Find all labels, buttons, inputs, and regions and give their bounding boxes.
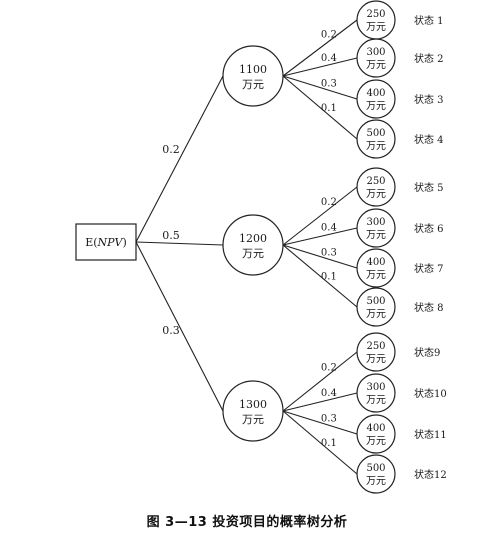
outcome-unit: 万元 xyxy=(366,436,386,447)
outcome-node xyxy=(356,332,396,372)
value-node-amount: 1300 xyxy=(239,398,267,411)
branch-probability-3: 0.3 xyxy=(162,324,180,337)
outcome-node xyxy=(356,38,396,78)
outcome-probability: 0.2 xyxy=(321,29,337,40)
outcome-amount: 400 xyxy=(366,88,385,99)
state-label: 状态 4 xyxy=(414,133,444,146)
value-node-amount: 1200 xyxy=(239,232,267,245)
outcome-unit: 万元 xyxy=(366,309,386,320)
outcome-line xyxy=(282,75,358,100)
outcome-unit: 万元 xyxy=(366,395,386,406)
outcome-amount: 250 xyxy=(366,176,385,187)
state-label: 状态 7 xyxy=(414,262,444,275)
value-node-unit: 万元 xyxy=(242,78,264,91)
outcome-line xyxy=(282,227,358,246)
outcome-unit: 万元 xyxy=(366,189,386,200)
outcome-unit: 万元 xyxy=(366,230,386,241)
outcome-unit: 万元 xyxy=(366,141,386,152)
outcome-unit: 万元 xyxy=(366,22,386,33)
outcome-probability: 0.2 xyxy=(321,197,337,208)
outcome-probability: 0.1 xyxy=(321,103,337,114)
branch-line-3 xyxy=(135,241,224,412)
outcome-node xyxy=(356,119,396,159)
state-label: 状态 5 xyxy=(414,181,444,194)
outcome-probability: 0.1 xyxy=(321,271,337,282)
state-label: 状态9 xyxy=(414,346,440,359)
outcome-probability: 0.2 xyxy=(321,362,337,373)
outcome-line xyxy=(282,392,358,412)
branch-line-2 xyxy=(135,241,224,246)
state-label: 状态10 xyxy=(414,387,447,400)
outcome-node xyxy=(356,373,396,413)
outcome-probability: 0.4 xyxy=(321,222,337,233)
outcome-node xyxy=(356,414,396,454)
branch-line-1 xyxy=(135,75,224,243)
outcome-line xyxy=(282,351,358,412)
outcome-probability: 0.1 xyxy=(321,438,337,449)
outcome-amount: 250 xyxy=(366,341,385,352)
outcome-node xyxy=(356,454,396,494)
outcome-amount: 250 xyxy=(366,9,385,20)
outcome-node xyxy=(356,79,396,119)
outcome-amount: 300 xyxy=(366,217,385,228)
outcome-amount: 300 xyxy=(366,47,385,58)
outcome-line xyxy=(282,244,358,269)
root-box xyxy=(75,223,137,261)
value-node-amount: 1100 xyxy=(239,63,267,76)
outcome-unit: 万元 xyxy=(366,354,386,365)
outcome-line xyxy=(282,410,358,475)
state-label: 状态 6 xyxy=(414,222,444,235)
outcome-amount: 500 xyxy=(366,128,385,139)
outcome-line xyxy=(282,19,358,77)
outcome-node xyxy=(356,208,396,248)
outcome-probability: 0.4 xyxy=(321,388,337,399)
outcome-probability: 0.3 xyxy=(321,78,337,89)
outcome-line xyxy=(282,186,358,246)
outcome-probability: 0.3 xyxy=(321,247,337,258)
outcome-unit: 万元 xyxy=(366,60,386,71)
outcome-amount: 300 xyxy=(366,382,385,393)
outcome-amount: 500 xyxy=(366,296,385,307)
outcome-amount: 400 xyxy=(366,257,385,268)
outcome-node xyxy=(356,287,396,327)
branch-probability-2: 0.5 xyxy=(162,229,180,242)
outcome-line xyxy=(282,75,358,140)
outcome-unit: 万元 xyxy=(366,101,386,112)
outcome-probability: 0.4 xyxy=(321,53,337,64)
figure-caption: 图 3—13 投资项目的概率树分析 xyxy=(146,515,348,530)
state-label: 状态11 xyxy=(414,428,447,441)
value-node-1 xyxy=(222,45,284,107)
root-label: E(NPV) xyxy=(85,236,127,249)
branch-probability-1: 0.2 xyxy=(162,143,180,156)
value-node-unit: 万元 xyxy=(242,247,264,260)
outcome-line xyxy=(282,410,358,435)
outcome-line xyxy=(282,244,358,308)
outcome-unit: 万元 xyxy=(366,270,386,281)
value-node-3 xyxy=(222,380,284,442)
outcome-amount: 500 xyxy=(366,463,385,474)
value-node-unit: 万元 xyxy=(242,413,264,426)
value-node-2 xyxy=(222,214,284,276)
outcome-node xyxy=(356,248,396,288)
outcome-probability: 0.3 xyxy=(321,413,337,424)
outcome-amount: 400 xyxy=(366,423,385,434)
state-label: 状态 2 xyxy=(414,52,444,65)
outcome-node xyxy=(356,0,396,40)
outcome-node xyxy=(356,167,396,207)
state-label: 状态 8 xyxy=(414,301,444,314)
outcome-line xyxy=(282,57,358,77)
state-label: 状态 3 xyxy=(414,93,444,106)
outcome-unit: 万元 xyxy=(366,476,386,487)
state-label: 状态12 xyxy=(414,468,447,481)
state-label: 状态 1 xyxy=(414,14,444,27)
